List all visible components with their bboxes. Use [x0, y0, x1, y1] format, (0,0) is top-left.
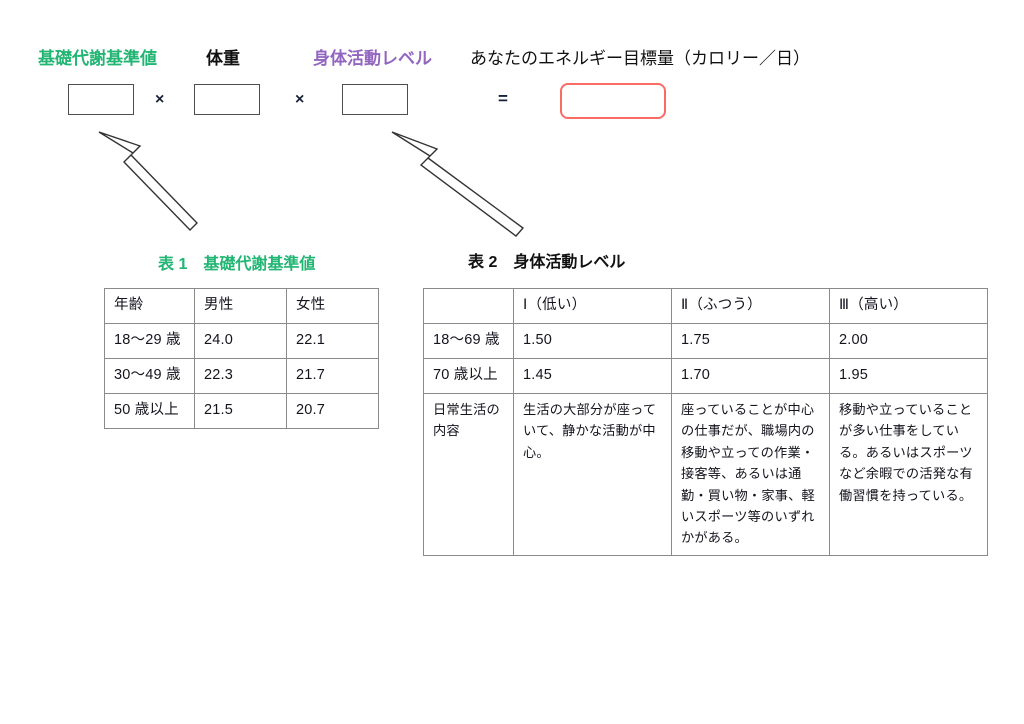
- equals-operator: =: [498, 89, 508, 108]
- table-row: 70 歳以上 1.45 1.70 1.95: [423, 358, 988, 394]
- label-body-weight: 体重: [206, 49, 240, 68]
- table1-cell-male-1: 22.3: [194, 358, 287, 394]
- input-box-physical-activity-level[interactable]: [342, 84, 408, 115]
- input-box-energy-goal-result[interactable]: [560, 83, 666, 119]
- table2-cell-level1-1: 1.45: [513, 358, 672, 394]
- input-box-body-weight[interactable]: [194, 84, 260, 115]
- multiply-operator-2: ×: [295, 91, 305, 108]
- table-row: 18〜29 歳 24.0 22.1: [104, 323, 379, 359]
- table-physical-activity-level: Ⅰ（低い） Ⅱ（ふつう） Ⅲ（高い） 18〜69 歳 1.50 1.75 2.0…: [423, 288, 988, 556]
- arrow-from-bmr-box-to-table1: [98, 131, 198, 231]
- table1-cell-age-2: 50 歳以上: [104, 393, 195, 429]
- table2-desc-level2: 座っていることが中心の仕事だが、職場内の移動や立っての作業・接客等、あるいは通勤…: [681, 402, 815, 546]
- table2-desc-label: 日常生活の内容: [423, 393, 514, 556]
- table2-desc-level3: 移動や立っていることが多い仕事をしている。あるいはスポーツなど余暇での活発な有働…: [839, 402, 973, 503]
- label-physical-activity-level: 身体活動レベル: [313, 49, 432, 68]
- table-row-header: 年齢 男性 女性: [104, 288, 379, 324]
- table1-caption: 表 1 基礎代謝基準値: [158, 256, 316, 273]
- input-box-basal-metabolic-rate[interactable]: [68, 84, 134, 115]
- table-row: 30〜49 歳 22.3 21.7: [104, 358, 379, 394]
- table1-cell-female-0: 22.1: [286, 323, 379, 359]
- arrow-from-pal-box-to-table2: [391, 131, 525, 237]
- table1-header-male: 男性: [194, 288, 287, 324]
- table1-cell-female-1: 21.7: [286, 358, 379, 394]
- table-basal-metabolic-rate: 年齢 男性 女性 18〜29 歳 24.0 22.1 30〜49 歳 22.3 …: [104, 288, 379, 429]
- label-energy-goal: あなたのエネルギー目標量（カロリー／日）: [470, 49, 810, 68]
- formula-labels-row: 基礎代謝基準値 体重 身体活動レベル あなたのエネルギー目標量（カロリー／日）: [0, 48, 1024, 74]
- label-basal-metabolic-rate: 基礎代謝基準値: [38, 49, 157, 68]
- table2-header-blank: [423, 288, 514, 324]
- table2-desc-level1: 生活の大部分が座っていて、静かな活動が中心。: [523, 402, 657, 460]
- table-row-description: 日常生活の内容 生活の大部分が座っていて、静かな活動が中心。 座っていることが中…: [423, 393, 988, 556]
- table2-caption: 表 2 身体活動レベル: [468, 254, 626, 271]
- table1-cell-male-0: 24.0: [194, 323, 287, 359]
- table2-cell-age-1: 70 歳以上: [423, 358, 514, 394]
- table2-cell-level1-0: 1.50: [513, 323, 672, 359]
- multiply-operator-1: ×: [155, 91, 165, 108]
- table2-header-level1: Ⅰ（低い）: [513, 288, 672, 324]
- table2-header-level3: Ⅲ（高い）: [829, 288, 988, 324]
- table-row: 18〜69 歳 1.50 1.75 2.00: [423, 323, 988, 359]
- table1-cell-age-0: 18〜29 歳: [104, 323, 195, 359]
- table2-cell-level2-1: 1.70: [671, 358, 830, 394]
- table2-header-level2: Ⅱ（ふつう）: [671, 288, 830, 324]
- table2-cell-level3-1: 1.95: [829, 358, 988, 394]
- formula-inputs-row: × × =: [0, 83, 1024, 124]
- table1-header-age: 年齢: [104, 288, 195, 324]
- table-row: 50 歳以上 21.5 20.7: [104, 393, 379, 429]
- table1-cell-age-1: 30〜49 歳: [104, 358, 195, 394]
- table1-header-female: 女性: [286, 288, 379, 324]
- table2-cell-level3-0: 2.00: [829, 323, 988, 359]
- table1-cell-male-2: 21.5: [194, 393, 287, 429]
- table1-cell-female-2: 20.7: [286, 393, 379, 429]
- table2-cell-age-0: 18〜69 歳: [423, 323, 514, 359]
- table-row-header: Ⅰ（低い） Ⅱ（ふつう） Ⅲ（高い）: [423, 288, 988, 324]
- table2-cell-level2-0: 1.75: [671, 323, 830, 359]
